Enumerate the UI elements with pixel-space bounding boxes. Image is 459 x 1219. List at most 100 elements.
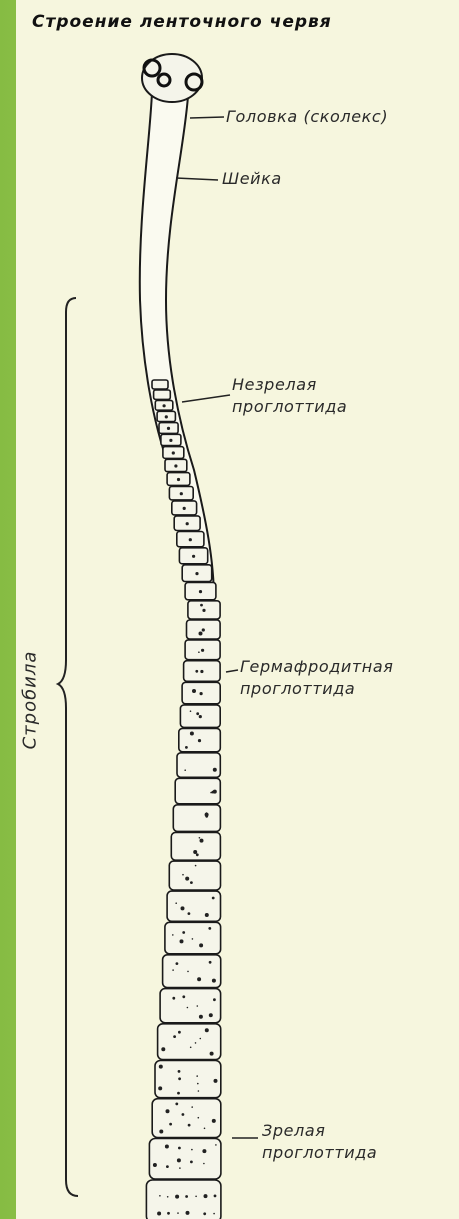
organ-speck xyxy=(184,769,186,771)
organ-speck xyxy=(197,1083,199,1085)
organ-speck xyxy=(182,995,185,998)
organ-speck xyxy=(209,961,212,964)
organ-speck xyxy=(195,1042,197,1044)
proglottid-segment xyxy=(163,955,221,988)
proglottid-segment xyxy=(177,753,220,778)
label-mature-line2: проглоттида xyxy=(262,1142,377,1164)
segment-nucleus xyxy=(200,670,203,673)
proglottid-segment xyxy=(173,805,220,832)
proglottid-segment xyxy=(149,1139,221,1180)
organ-speck xyxy=(172,997,175,1000)
organ-speck xyxy=(182,874,184,876)
segment-nucleus xyxy=(172,451,175,454)
organ-speck xyxy=(190,1161,193,1164)
organ-speck xyxy=(191,1106,193,1108)
proglottid-segment xyxy=(171,832,220,860)
organ-speck xyxy=(195,670,198,673)
label-mature-proglottid: Зрелая проглоттида xyxy=(262,1120,377,1164)
organ-speck xyxy=(165,1145,169,1149)
organ-speck xyxy=(172,969,174,971)
proglottid-segment xyxy=(160,989,221,1023)
organ-speck xyxy=(213,790,217,794)
organ-speck xyxy=(158,1086,162,1090)
organ-speck xyxy=(185,746,188,749)
organ-speck xyxy=(197,1005,199,1007)
organ-speck xyxy=(166,1165,169,1168)
organ-speck xyxy=(188,912,191,915)
organ-speck xyxy=(196,1075,198,1077)
organ-speck xyxy=(212,979,216,983)
segment-nucleus xyxy=(200,692,203,695)
segment-nucleus xyxy=(163,404,166,407)
segment-nucleus xyxy=(202,628,205,631)
organ-speck xyxy=(209,1013,213,1017)
label-immature-proglottid: Незрелая проглоттида xyxy=(232,374,347,418)
organ-speck xyxy=(161,1047,165,1051)
label-hermaphrodite-line2: проглоттида xyxy=(240,678,394,700)
segment-nucleus xyxy=(199,590,202,593)
label-strobila: Стробила xyxy=(20,651,41,750)
proglottid-segment xyxy=(165,922,221,954)
organ-speck xyxy=(185,877,189,881)
organ-speck xyxy=(199,943,203,947)
organ-speck xyxy=(205,913,209,917)
proglottid-segments xyxy=(146,380,221,1219)
label-head-text: Головка (сколекс) xyxy=(226,107,388,126)
segment-nucleus xyxy=(195,572,198,575)
segment-nucleus xyxy=(177,478,180,481)
organ-speck xyxy=(177,1092,180,1095)
proglottid-segment xyxy=(167,891,220,921)
organ-speck xyxy=(213,768,217,772)
segment-nucleus xyxy=(192,555,195,558)
label-immature-line2: проглоттида xyxy=(232,396,347,418)
scolex xyxy=(142,54,202,102)
organ-speck xyxy=(159,1065,163,1069)
segment-nucleus xyxy=(199,715,202,718)
segment-nucleus xyxy=(183,507,186,510)
label-immature-line1: Незрелая xyxy=(232,374,347,396)
organ-speck xyxy=(182,1113,185,1116)
label-head: Головка (сколекс) xyxy=(226,106,388,128)
organ-speck xyxy=(199,632,203,636)
proglottid-segment xyxy=(155,1061,221,1098)
label-hermaphrodite-line1: Гермафродитная xyxy=(240,656,394,678)
organ-speck xyxy=(187,971,189,973)
organ-speck xyxy=(199,1015,203,1019)
organ-speck xyxy=(175,1103,178,1106)
organ-speck xyxy=(208,927,211,930)
organ-speck xyxy=(169,1123,172,1126)
organ-speck xyxy=(204,1194,208,1198)
organ-speck xyxy=(159,1195,161,1197)
segment-nucleus xyxy=(165,415,168,418)
organ-speck xyxy=(206,812,208,814)
organ-speck xyxy=(185,1195,188,1198)
organ-speck xyxy=(192,689,196,693)
leader-head xyxy=(190,117,224,118)
organ-speck xyxy=(190,732,194,736)
organ-speck xyxy=(205,1028,209,1032)
organ-speck xyxy=(157,1212,161,1216)
organ-speck xyxy=(197,977,201,981)
organ-speck xyxy=(175,1195,179,1199)
segment-nucleus xyxy=(174,464,177,467)
organ-speck xyxy=(213,998,216,1001)
organ-speck xyxy=(190,710,192,712)
organ-speck xyxy=(178,1070,181,1073)
organ-speck xyxy=(182,931,185,934)
organ-speck xyxy=(195,865,197,867)
organ-speck xyxy=(167,1212,170,1215)
label-hermaphrodite-proglottid: Гермафродитная проглоттида xyxy=(240,656,394,700)
organ-speck xyxy=(200,1038,202,1040)
organ-speck xyxy=(192,938,194,940)
segment-nucleus xyxy=(189,538,192,541)
organ-speck xyxy=(198,1090,200,1092)
organ-speck xyxy=(186,1211,190,1215)
organ-speck xyxy=(181,906,185,910)
organ-speck xyxy=(196,712,199,715)
organ-speck xyxy=(212,1119,216,1123)
organ-speck xyxy=(215,1144,217,1146)
organ-speck xyxy=(190,1047,192,1049)
organ-speck xyxy=(212,897,215,900)
organ-speck xyxy=(214,1079,218,1083)
organ-speck xyxy=(203,1212,206,1215)
